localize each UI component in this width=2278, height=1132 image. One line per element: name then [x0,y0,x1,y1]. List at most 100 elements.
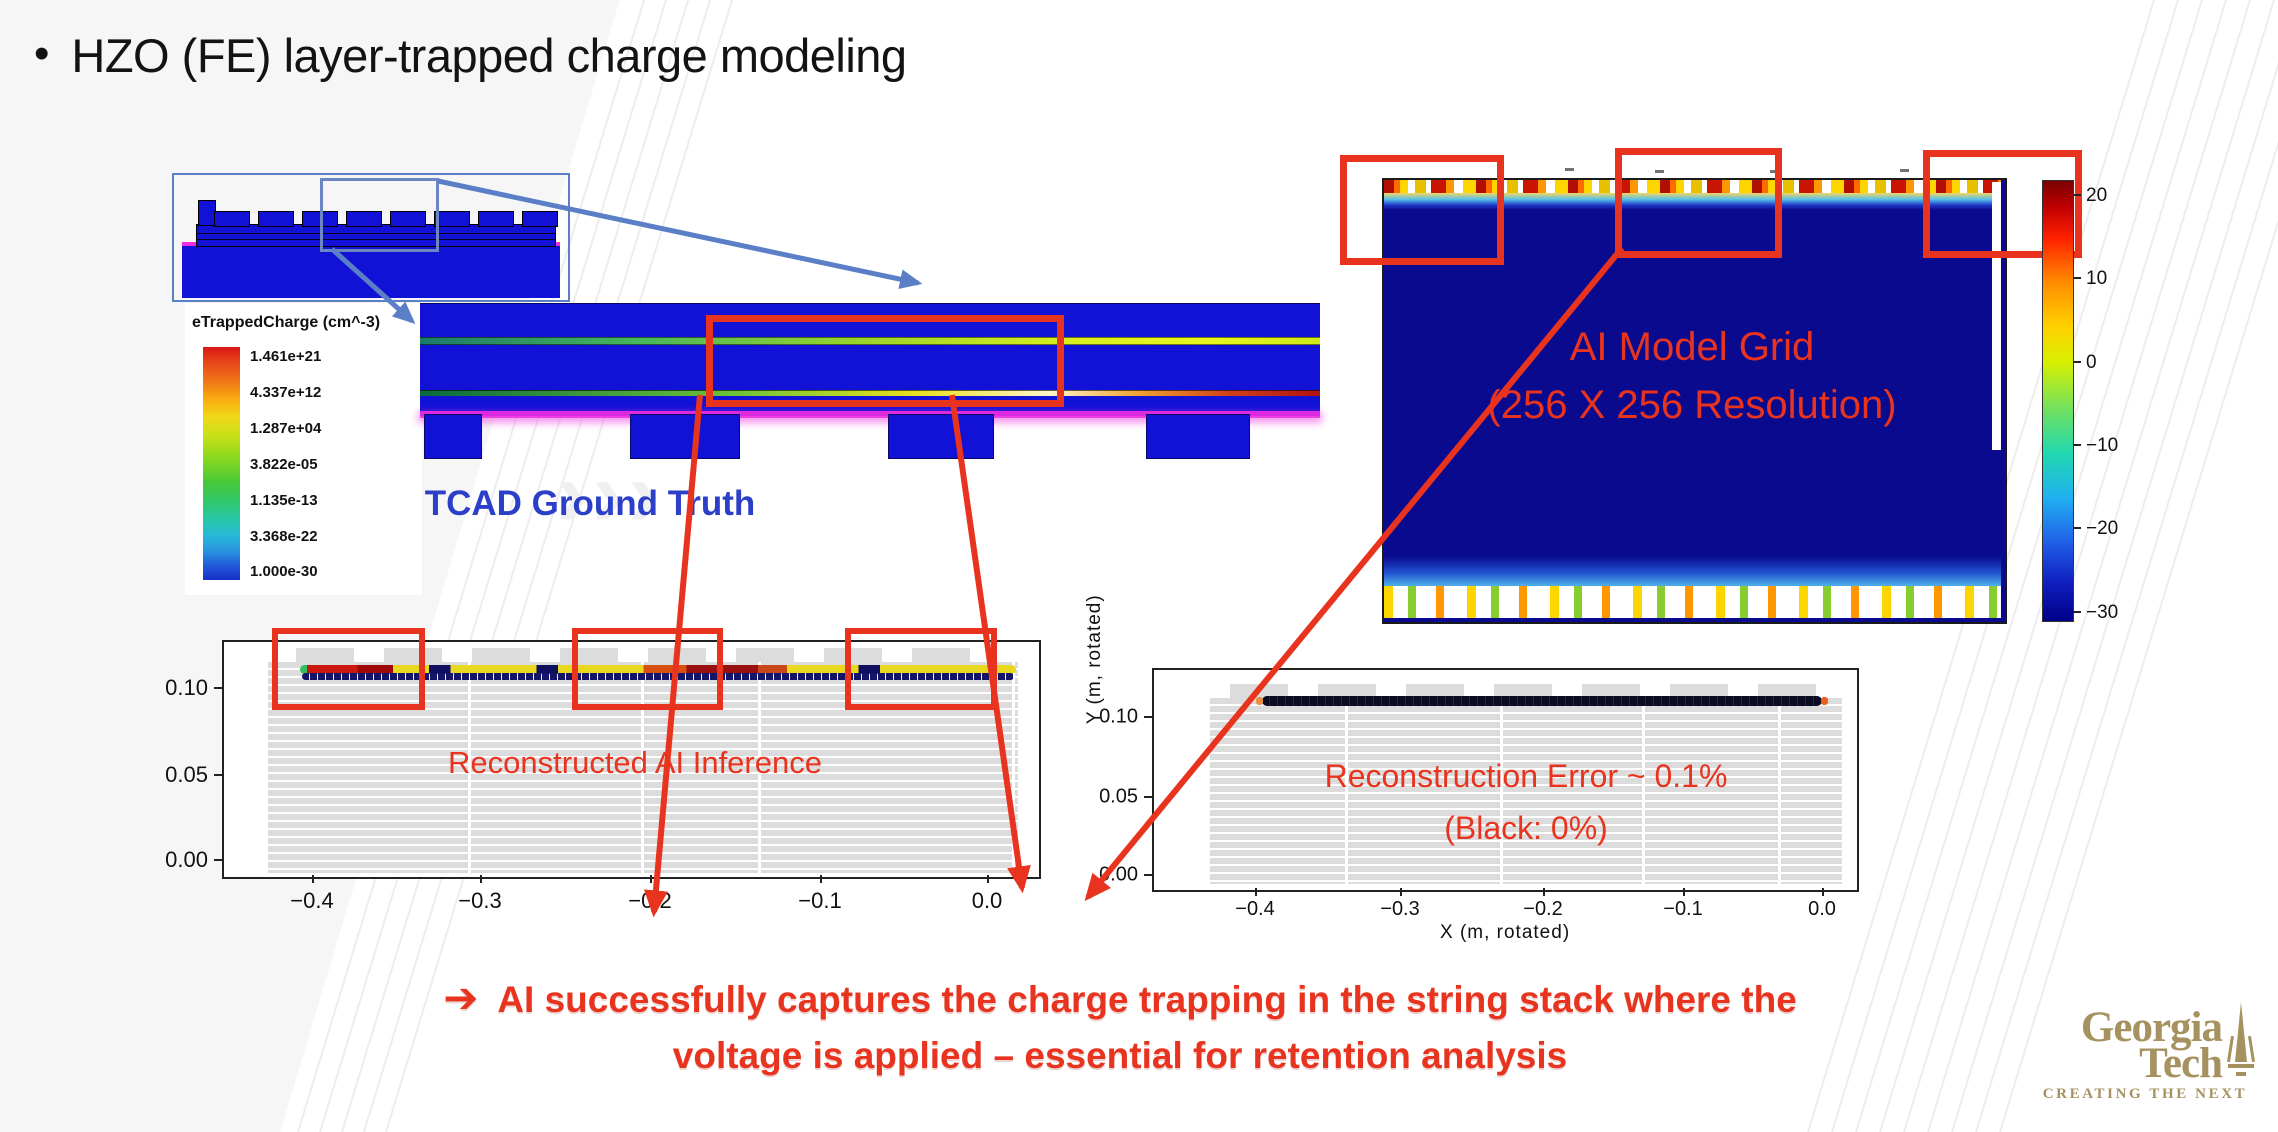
tcad-zoom-bump [1146,414,1250,459]
x-tick-label: 0.0 [1808,898,1836,920]
ai-grid-bottom-fade [1384,556,2001,586]
x-tick [1543,888,1545,896]
x-tick [312,875,314,883]
x-tick [1683,888,1685,896]
ai-grid-colorbar [2042,180,2074,622]
tcad-zoom-highlight-rect [706,315,1064,407]
colorbar-tick-label: 20 [2086,185,2108,206]
inference-highlight-rect [272,628,425,710]
colorbar-tick [2073,611,2081,613]
tcad-zoom-bump [888,414,994,459]
ai-grid-highlight-rect [1340,155,1504,265]
gt-tower-prong [2226,1035,2235,1063]
tcad-colorbar-value: 3.822e-05 [250,456,318,473]
gt-tower-icon [2226,1002,2256,1088]
error-plot-ylabel: Y (m, rotated) [1084,594,1105,725]
gt-tower-prong [2247,1035,2256,1063]
gt-tower-foot [2236,1072,2246,1076]
plot-gap-line [1778,698,1781,884]
plot-gray-tab [1758,684,1816,698]
tcad-zoom-charge-stripe-upper [420,337,1320,345]
x-tick [650,875,652,883]
gt-tower-base [2228,1064,2254,1068]
x-tick-label: −0.2 [628,888,672,913]
colorbar-tick-label: −20 [2086,518,2119,539]
tcad-colorbar-value: 1.135e-13 [250,492,318,509]
ai-grid-cropped-title-mark [1900,169,1909,172]
ai-grid-cropped-title-mark [1565,168,1574,171]
title-bullet: • [34,29,50,78]
takeaway-text: ➔ AI successfully captures the charge tr… [160,968,2080,1083]
plot-gray-tab [384,648,442,662]
gt-logo-tech: Tech [2139,1040,2223,1087]
ai-grid-highlight-rect [1923,150,2082,258]
takeaway-line2-text: voltage is applied – essential for reten… [672,1034,1568,1076]
error-plot-label-line2: (Black: 0%) [1444,810,1608,846]
y-tick [1144,874,1152,876]
inference-highlight-rect [845,628,997,710]
error-plot-xlabel: X (m, rotated) [1440,922,1571,943]
tcad-zoom-bump [630,414,740,459]
y-tick-label: 0.05 [1099,785,1138,808]
tcad-ground-truth-label: TCAD Ground Truth [424,484,756,523]
plot-gray-tab [296,648,354,662]
x-tick-label: −0.4 [290,888,334,913]
takeaway-line1: ➔ AI successfully captures the charge tr… [160,968,2080,1029]
tcad-colorbar-value: 1.000e-30 [250,563,318,580]
ai-model-grid-label-line1: AI Model Grid [1569,325,1815,369]
gt-tagline: CREATING THE NEXT [2042,1086,2248,1102]
y-tick-label: 0.10 [165,675,208,700]
inference-plot-label: Reconstructed AI Inference [448,745,822,780]
ai-grid-white-sliver [1992,182,2001,450]
plot-gap-line [1642,698,1645,884]
x-tick [987,875,989,883]
x-tick-label: −0.4 [1235,898,1275,920]
y-tick-label: 0.05 [165,762,208,787]
x-tick [1822,888,1824,896]
y-tick [214,859,222,861]
y-tick [1144,796,1152,798]
ai-model-grid-label: AI Model Grid (256 X 256 Resolution) [1402,318,1982,434]
colorbar-tick-label: 10 [2086,268,2108,289]
colorbar-tick-label: −10 [2086,435,2119,456]
ai-grid-cropped-title-mark [1770,170,1779,173]
x-tick-label: −0.3 [458,888,502,913]
tcad-colorbar-value: 1.461e+21 [250,348,322,365]
tcad-colorbar-value: 4.337e+12 [250,384,322,401]
y-tick-label: 0.00 [165,847,208,872]
tcad-device-bump [522,211,558,227]
colorbar-tick [2073,527,2081,529]
plot-gap-line [1012,662,1015,873]
plot-gray-tab [736,648,794,662]
plot-gap-line [758,662,761,873]
plot-gray-tab [1670,684,1728,698]
tcad-zoom-magenta-glow [420,411,1320,418]
gt-tower-spire [2235,1002,2247,1062]
tcad-zoom-charge-stripe-lower [420,390,1320,396]
error-dots-black [1262,696,1822,706]
plot-gap-line [468,662,471,873]
y-tick [214,687,222,689]
ai-grid-highlight-rect [1615,148,1782,258]
y-tick [1144,716,1152,718]
plot-gap-line [641,662,644,873]
x-tick [480,875,482,883]
tcad-device-bump [434,211,470,227]
colorbar-tick [2073,277,2081,279]
error-plot-label-line1: Reconstruction Error ~ 0.1% [1324,758,1728,794]
error-dot-orange-tip [1821,697,1828,705]
x-tick-label: −0.1 [1663,898,1703,920]
x-tick-label: −0.3 [1380,898,1420,920]
colorbar-tick-label: −30 [2086,602,2119,623]
chevron-decoration: › [556,440,588,547]
x-tick [820,875,822,883]
x-tick [1400,888,1402,896]
page-title: HZO (FE) layer-trapped charge modeling [71,29,907,82]
ai-grid-top-charge-band [1384,180,2001,193]
ai-grid-top-fade [1384,193,2001,210]
tcad-device-bump [478,211,514,227]
error-dot-orange-tip [1256,697,1263,705]
tcad-zoom-bump [424,414,482,459]
takeaway-line1-text: AI successfully captures the charge trap… [497,979,1797,1020]
